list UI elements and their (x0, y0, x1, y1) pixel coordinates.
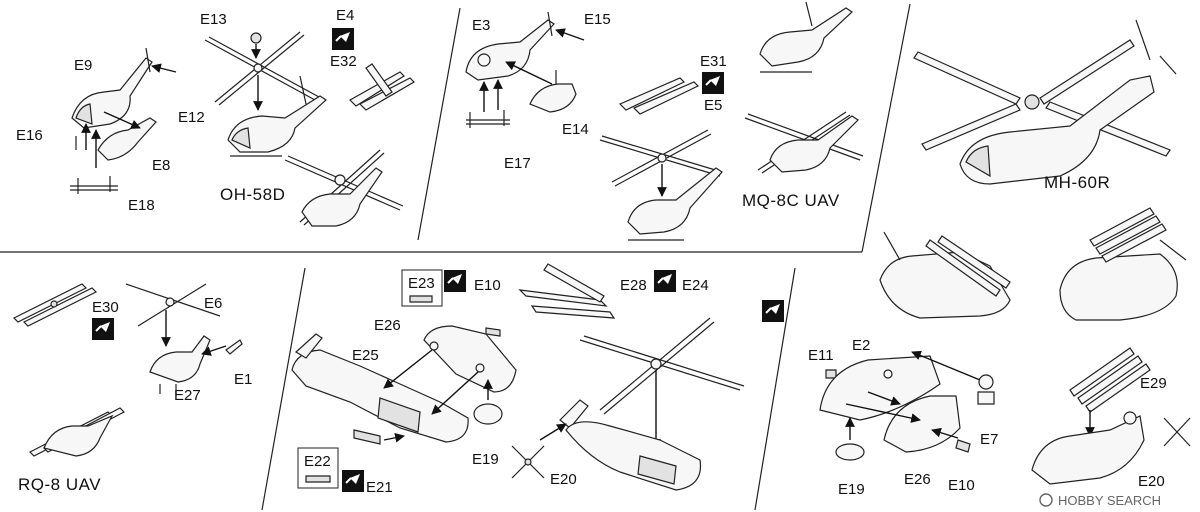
title-rq8: RQ-8 UAV (18, 475, 101, 494)
title-mh60r: MH-60R (1044, 173, 1110, 192)
label-e6: E6 (204, 295, 222, 312)
label-e2: E2 (852, 337, 870, 354)
label-e1: E1 (234, 371, 252, 388)
label-e27: E27 (174, 387, 201, 404)
panel-mh60r-assembly: E11 E2 E7 E29 E19 E26 E10 E20 (761, 299, 1191, 498)
panel-rq8: E30 E6 E1 E27 RQ-8 UAV (12, 283, 252, 494)
opt-badge-icon (331, 27, 355, 51)
label-e11: E11 (808, 347, 834, 364)
part-e7-clip (977, 374, 995, 405)
opt-badge-icon (443, 269, 467, 293)
label-e4: E4 (336, 7, 354, 24)
helicopter-mq8c-parts-left (465, 11, 577, 128)
panel-dividers (0, 3, 911, 511)
helicopter-rq8-assembled (28, 407, 126, 457)
label-e20b: E20 (1138, 473, 1165, 490)
opt-badge-icon (761, 299, 785, 323)
panel-oh58d: E13 E4 E32 E9 E12 E16 E8 E18 OH-58D (16, 7, 415, 227)
label-e24: E24 (682, 277, 709, 294)
rotor-e24 (579, 317, 745, 415)
helicopter-mq8c-bottom (627, 167, 723, 241)
helicopter-mh60r-assembled (1031, 411, 1145, 485)
fuselage-half-e26b (883, 395, 961, 453)
part-e32-blades (349, 63, 415, 111)
label-e25: E25 (352, 347, 379, 364)
part-e31-blades (618, 77, 700, 115)
part-e19-disc (473, 403, 503, 425)
label-e21: E21 (366, 479, 393, 496)
label-e18: E18 (128, 197, 155, 214)
label-e20a: E20 (550, 471, 577, 488)
label-e30: E30 (92, 299, 119, 316)
label-e16: E16 (16, 127, 43, 144)
helicopter-oh58d-left (70, 47, 157, 194)
panel-mq8c: E3 E15 E31 E5 E14 E17 MQ-8C UAV (465, 1, 864, 241)
part-e20-tail-rotor (511, 445, 545, 479)
helicopter-mh60r-stack (1059, 207, 1187, 321)
title-mq8c: MQ-8C UAV (742, 191, 840, 210)
label-e10a: E10 (474, 277, 501, 294)
helicopter-mq8c-right (744, 111, 864, 174)
label-e10b: E10 (948, 477, 975, 494)
label-e29: E29 (1140, 375, 1167, 392)
helicopter-oh58d-assembled (227, 75, 327, 157)
opt-badge-icon (91, 317, 115, 341)
helicopter-mq8c-top (759, 1, 853, 73)
label-e32: E32 (330, 53, 357, 70)
rotor-e6 (125, 283, 221, 327)
helicopter-oh58d-bottom (284, 149, 404, 227)
helicopter-rq8-parts (149, 335, 243, 394)
rotor-e5 (599, 129, 723, 187)
label-e22: E22 (304, 453, 331, 470)
helicopter-mh60r-folded (879, 231, 1011, 319)
watermark: HOBBY SEARCH (1039, 493, 1161, 508)
watermark-text: HOBBY SEARCH (1058, 493, 1161, 508)
label-e14: E14 (562, 121, 589, 138)
helicopter-mq8c-assembled (559, 399, 702, 491)
label-e26b: E26 (904, 471, 931, 488)
label-e8: E8 (152, 157, 170, 174)
inset-box-e23 (401, 269, 443, 307)
part-e28-blades (518, 263, 616, 319)
label-e13: E13 (200, 11, 227, 28)
watermark-logo-icon (1039, 493, 1053, 507)
inset-box-e22 (297, 447, 339, 489)
part-e20b-tail-rotor (1163, 417, 1191, 447)
panel-fuselage-assembly: E23 E10 E26 E25 E28 E24 E19 E20 E22 E21 (291, 263, 745, 496)
part-e13-ball (250, 32, 262, 44)
label-e28: E28 (620, 277, 647, 294)
label-e19a: E19 (472, 451, 499, 468)
label-e9: E9 (74, 57, 92, 74)
opt-badge-icon (701, 71, 725, 95)
part-e29-blades (1069, 347, 1151, 413)
rotor-e4 (204, 31, 320, 106)
helicopter-mh60r-main (913, 19, 1177, 185)
label-e15: E15 (584, 11, 611, 28)
panel-mh60r: MH-60R (879, 19, 1187, 321)
label-e23: E23 (408, 275, 435, 292)
label-e17: E17 (504, 155, 531, 172)
fuselage-half-e26 (423, 325, 517, 393)
label-e3: E3 (472, 17, 490, 34)
opt-badge-icon (341, 469, 365, 493)
opt-badge-icon (653, 269, 677, 293)
label-e12: E12 (178, 109, 205, 126)
part-e30-blades (12, 283, 98, 327)
label-e26a: E26 (374, 317, 401, 334)
label-e7: E7 (980, 431, 998, 448)
title-oh58d: OH-58D (220, 185, 285, 204)
label-e5: E5 (704, 97, 722, 114)
label-e31: E31 (700, 53, 727, 70)
label-e19b: E19 (838, 481, 865, 498)
fuselage-half-e2 (819, 355, 941, 421)
part-e19b-disc (835, 443, 865, 461)
helicopter-fuselage (291, 333, 469, 443)
